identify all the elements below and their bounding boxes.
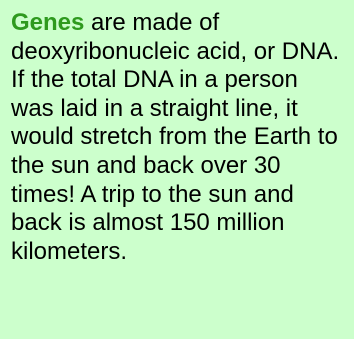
highlighted-term: Genes <box>11 9 85 36</box>
fact-body-text: are made of deoxyribonucleic acid, or DN… <box>11 9 340 265</box>
fact-paragraph: Genes are made of deoxyribonucleic acid,… <box>11 9 344 266</box>
